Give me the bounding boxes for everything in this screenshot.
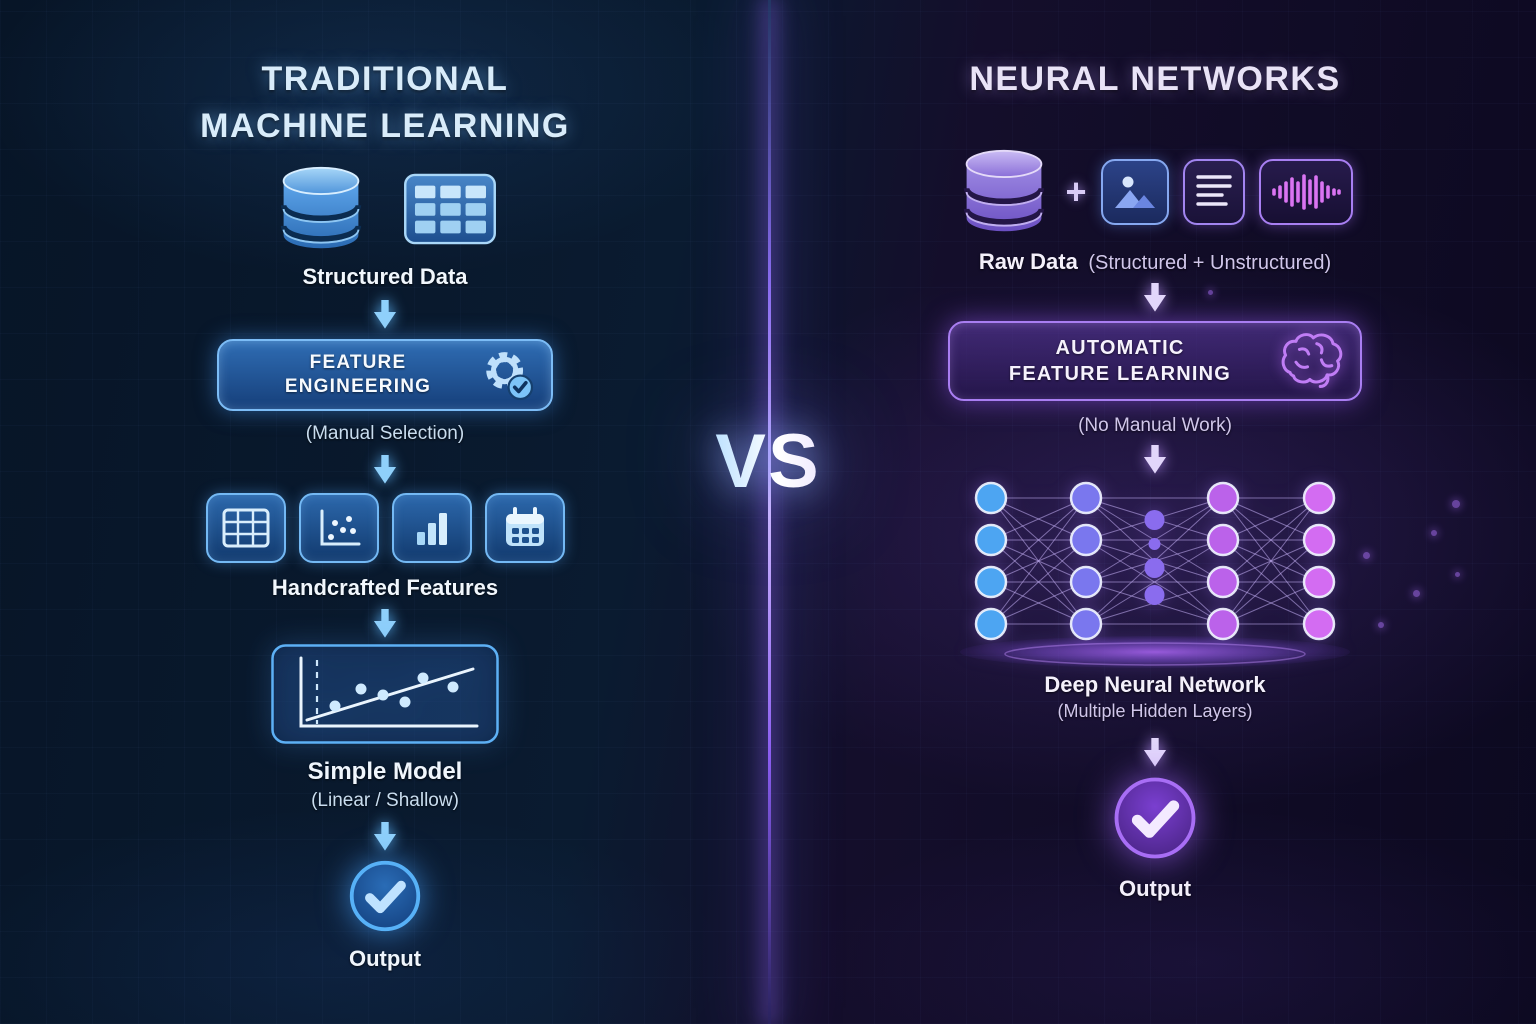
manual-selection-label: (Manual Selection) (305, 423, 465, 445)
down-arrow-icon (1143, 283, 1167, 312)
right-output-label: Output (1118, 875, 1192, 901)
document-icon (1182, 159, 1245, 225)
neural-networks-column: NEURAL NETWORKS + (905, 0, 1405, 902)
check-circle-icon (349, 860, 421, 932)
raw-data-label: Raw Data (Structured + Unstructured) (978, 249, 1332, 274)
table-grid-icon (205, 492, 286, 563)
no-manual-work-label: (No Manual Work) (1078, 414, 1232, 436)
raw-data-icons: + (957, 149, 1353, 235)
deep-neural-network-label: Deep Neural Network (1044, 672, 1266, 698)
simple-model-label: Simple Model (307, 758, 463, 786)
traditional-ml-column: TRADITIONAL MACHINE LEARNING (135, 0, 635, 972)
left-output-label: Output (348, 945, 422, 971)
feature-engineering-label: FEATURE ENGINEERING (284, 351, 432, 398)
calendar-icon (484, 492, 565, 563)
left-title: TRADITIONAL MACHINE LEARNING (200, 56, 570, 150)
database-icon (280, 166, 362, 249)
bar-chart-icon (391, 492, 472, 563)
down-arrow-icon (1143, 738, 1167, 767)
structured-data-icons (273, 166, 497, 252)
down-arrow-icon (1143, 444, 1167, 474)
right-title: NEURAL NETWORKS (969, 60, 1341, 98)
table-icon (404, 173, 496, 245)
vs-label: VS (715, 419, 821, 504)
down-arrow-icon (373, 822, 397, 852)
down-arrow-icon (373, 608, 397, 638)
handcrafted-feature-tiles (205, 492, 565, 563)
audio-waveform-icon (1258, 159, 1353, 225)
multiple-hidden-layers-label: (Multiple Hidden Layers) (1057, 701, 1253, 722)
down-arrow-icon (373, 455, 397, 484)
down-arrow-icon (373, 299, 397, 329)
automatic-feature-learning-label: AUTOMATIC FEATURE LEARNING (1008, 336, 1232, 385)
check-circle-icon (1114, 777, 1196, 859)
plus-sign: + (1065, 171, 1087, 212)
image-icon (1100, 159, 1169, 225)
structured-data-label: Structured Data (302, 263, 468, 289)
center-divider-line (768, 0, 771, 1024)
neural-network-svg (960, 481, 1350, 669)
automatic-feature-learning-box: AUTOMATIC FEATURE LEARNING (948, 320, 1362, 401)
line-fit-chart-icon (271, 644, 499, 745)
left-title-line2: MACHINE LEARNING (200, 106, 570, 145)
platform-glow (960, 636, 1350, 669)
feature-engineering-box: FEATURE ENGINEERING (217, 339, 553, 412)
brain-icon (1281, 332, 1343, 388)
linear-shallow-label: (Linear / Shallow) (311, 790, 459, 812)
gear-check-icon (486, 352, 534, 401)
left-title-line1: TRADITIONAL (261, 60, 509, 98)
scatter-plot-icon (298, 492, 379, 563)
handcrafted-features-label: Handcrafted Features (271, 574, 499, 600)
database-icon (964, 149, 1045, 232)
